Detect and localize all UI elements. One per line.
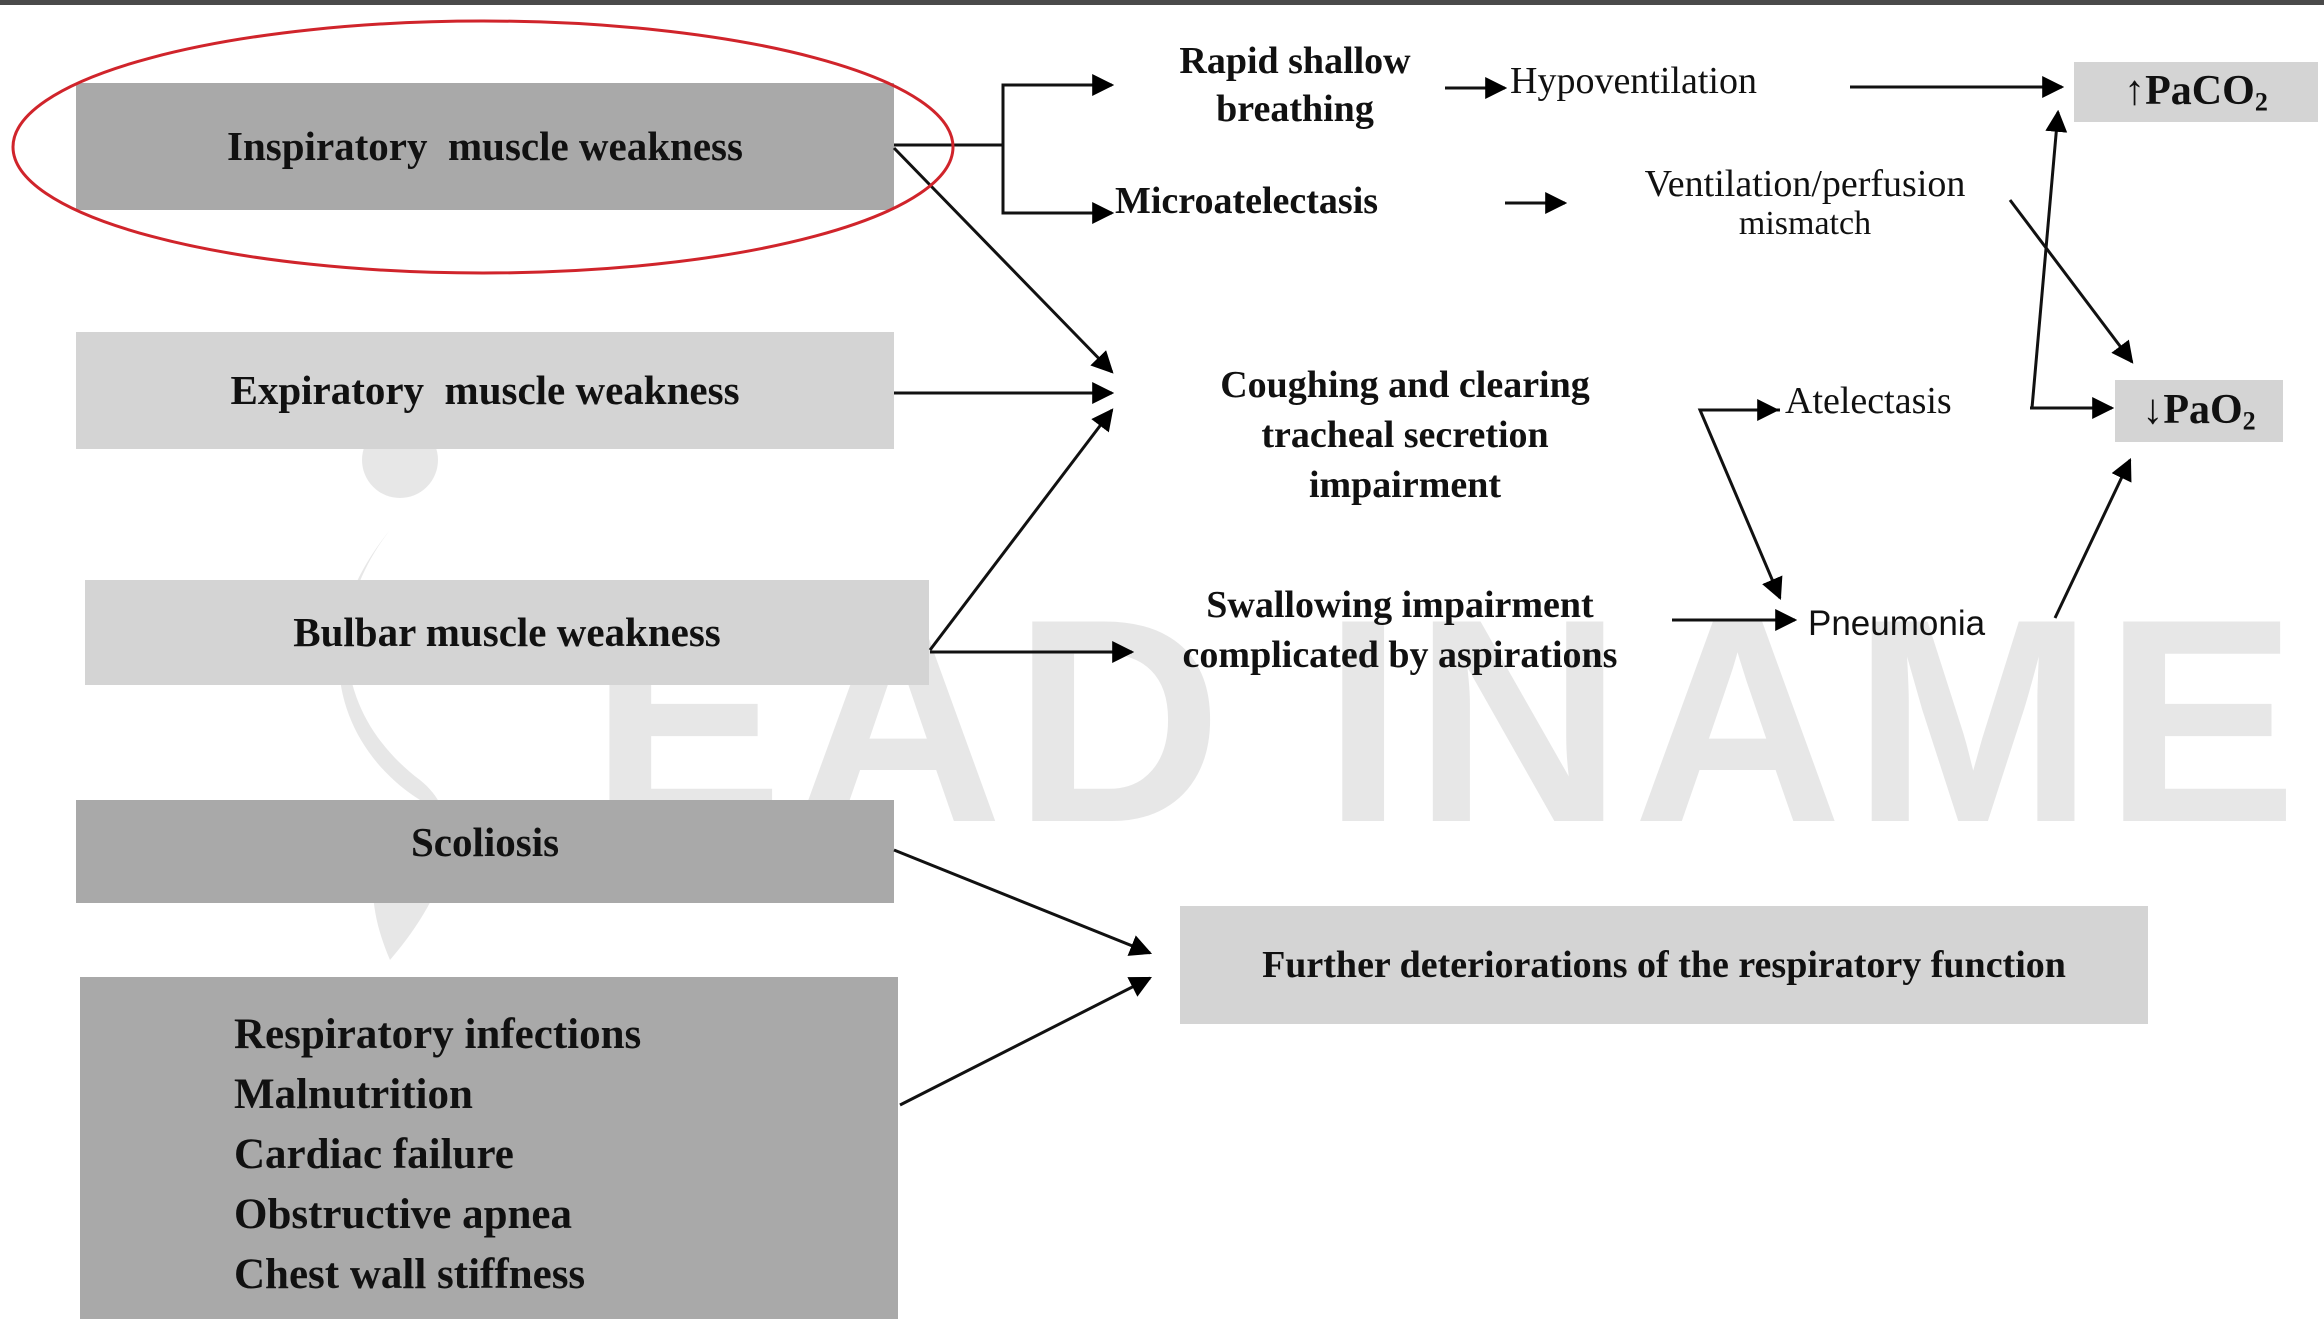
factor-chest-wall-stiffness: Chest wall stiffness <box>234 1251 586 1298</box>
pao2-box: ↓PaO2 <box>2115 380 2283 442</box>
paco2-prefix: ↑PaCO <box>2124 68 2255 115</box>
paco2-box: ↑PaCO2 <box>2074 62 2318 122</box>
paco2-subscript: 2 <box>2254 87 2268 117</box>
expiratory-weakness-label: Expiratory muscle weakness <box>230 366 740 413</box>
factor-respiratory-infections: Respiratory infections <box>234 1011 642 1058</box>
paco2-label: ↑PaCO2 <box>2124 66 2268 118</box>
hypoventilation-label: Hypoventilation <box>1510 60 1757 102</box>
rapid-shallow-breathing-label: Rapid shallow breathing <box>1179 40 1411 130</box>
arrow-bulbar-to-coughing <box>928 408 1114 651</box>
arrow-atelectasis-to-paco2 <box>2030 109 2068 409</box>
arrow-to-pneumonia-from-fork <box>1697 408 1783 601</box>
further-deteriorations-box: Further deteriorations of the respirator… <box>1180 906 2148 1024</box>
inspiratory-weakness-label: Inspiratory muscle weakness <box>227 122 743 169</box>
scoliosis-box: Scoliosis <box>76 800 894 903</box>
pao2-label: ↓PaO2 <box>2142 385 2255 437</box>
factor-cardiac-failure: Cardiac failure <box>234 1131 514 1178</box>
inspiratory-weakness-box: Inspiratory muscle weakness <box>76 83 894 210</box>
vq-mismatch-line-2: mismatch <box>1738 205 1872 242</box>
other-factors-box: Respiratory infections Malnutrition Card… <box>80 977 898 1319</box>
factor-malnutrition: Malnutrition <box>234 1071 473 1118</box>
pao2-prefix: ↓PaO <box>2142 387 2243 434</box>
bulbar-weakness-box: Bulbar muscle weakness <box>85 580 929 685</box>
atelectasis-label: Atelectasis <box>1785 380 1952 422</box>
bulbar-weakness-label: Bulbar muscle weakness <box>293 608 721 655</box>
vq-mismatch-line-1: Ventilation/perfusion <box>1644 163 1966 205</box>
arrow-to-microatelectasis <box>1001 145 1115 224</box>
coughing-impairment-label: Coughing and clearing tracheal secretion… <box>1220 364 1590 506</box>
scoliosis-label: Scoliosis <box>410 818 560 865</box>
factor-obstructive-apnea: Obstructive apnea <box>234 1191 573 1238</box>
arrow-vq-to-pao2 <box>2008 199 2134 364</box>
arrow-other-to-further <box>899 976 1152 1107</box>
pneumonia-label: Pneumonia <box>1808 604 1986 643</box>
top-border <box>0 0 2324 5</box>
arrow-to-rapid-shallow <box>894 74 1115 147</box>
pao2-subscript: 2 <box>2242 406 2256 436</box>
arrow-pneumonia-to-pao2 <box>2053 458 2132 619</box>
highlight-ellipse <box>11 19 955 275</box>
swallowing-impairment-label: Swallowing impairment complicated by asp… <box>1182 584 1618 676</box>
expiratory-weakness-box: Expiratory muscle weakness <box>76 332 894 449</box>
arrow-scoliosis-to-further <box>893 848 1153 956</box>
vq-mismatch-label: Ventilation/perfusion mismatch <box>1595 164 2015 244</box>
further-deteriorations-label: Further deteriorations of the respirator… <box>1262 944 2066 986</box>
microatelectasis-label: Microatelectasis <box>1115 180 1379 222</box>
